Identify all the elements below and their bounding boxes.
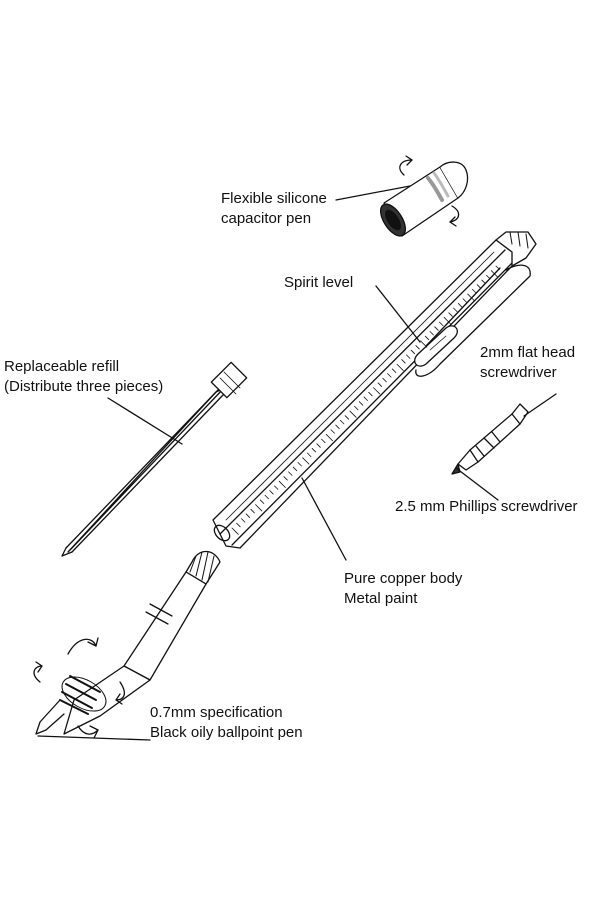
- screwdriver-bit: [451, 393, 557, 501]
- flat-head-label-line2: screwdriver: [480, 364, 557, 381]
- phillips-label-line1: 2.5 mm Phillips screwdriver: [395, 498, 578, 515]
- pen-front: [33, 550, 221, 741]
- ruler-tick: [490, 270, 498, 278]
- ruler-tick: [410, 349, 416, 355]
- ruler-tick: [420, 340, 428, 348]
- capacitor-cap: [335, 155, 469, 237]
- ruler-tick: [321, 438, 326, 444]
- ruler-tick: [316, 443, 321, 448]
- refill-label-line2: (Distribute three pieces): [4, 378, 164, 395]
- ruler-tick: [297, 462, 302, 467]
- ruler-tick: [453, 307, 458, 313]
- ruler-tick: [401, 359, 406, 364]
- ruler-tick: [495, 265, 500, 270]
- ruler-tick: [241, 518, 246, 523]
- refill-label: Replaceable refill (Distribute three pie…: [4, 357, 163, 397]
- ruler-tick: [415, 345, 420, 350]
- ruler-tick: [391, 368, 397, 373]
- refill: [61, 361, 248, 557]
- spirit-level-label: Spirit level: [284, 273, 353, 293]
- flat-head-label-line1: 2mm flat head: [480, 344, 576, 361]
- ruler-tick: [462, 298, 467, 303]
- ruler-tick: [307, 452, 312, 458]
- ruler-tick: [354, 405, 359, 411]
- ruler-tick: [325, 434, 333, 442]
- ruler-tick: [311, 448, 317, 453]
- ruler-tick: [245, 513, 251, 518]
- ballpoint-label-line2: Black oily ballpoint pen: [150, 724, 303, 741]
- ruler-tick: [302, 457, 310, 465]
- spirit-level-label-line1: Spirit level: [284, 274, 354, 291]
- ruler-tick: [406, 354, 411, 359]
- flat-head-screwdriver-label: 2mm flat head screwdriver: [480, 343, 575, 383]
- ruler-tick: [448, 312, 453, 317]
- body-leader: [301, 477, 347, 561]
- refill-label-line1: Replaceable refill: [4, 358, 120, 375]
- ruler-tick: [472, 288, 477, 294]
- ruler-tick: [481, 279, 486, 284]
- ruler-tick: [231, 527, 239, 535]
- ruler-tick: [382, 377, 387, 383]
- ruler-tick: [283, 476, 288, 481]
- ruler-tick: [429, 331, 434, 336]
- copper-body-label-line1: Pure copper body: [344, 570, 463, 587]
- spirit-level-leader: [375, 285, 421, 343]
- ruler-tick: [424, 335, 430, 341]
- ruler-tick: [434, 326, 439, 331]
- copper-body-label: Pure copper body Metal paint: [344, 569, 462, 609]
- ruler-tick: [377, 382, 383, 387]
- ruler-tick: [373, 387, 381, 395]
- ruler-tick: [443, 317, 451, 325]
- ruler-tick: [330, 429, 335, 434]
- ruler-tick: [486, 274, 491, 280]
- ruler-tick: [278, 480, 286, 488]
- ballpoint-label-line1: 0.7mm specification: [150, 704, 283, 721]
- ruler-tick: [288, 471, 293, 476]
- phillips-screwdriver-label: 2.5 mm Phillips screwdriver: [395, 497, 578, 517]
- ruler-tick: [236, 522, 241, 528]
- ballpoint-label: 0.7mm specification Black oily ballpoint…: [150, 703, 303, 743]
- ruler-tick: [358, 401, 364, 406]
- capacitor-pen-label: Flexible silicone capacitor pen: [221, 189, 327, 229]
- ruler-tick: [457, 303, 463, 308]
- capacitor-pen-label-line2: capacitor pen: [221, 210, 312, 227]
- ruler-tick: [340, 419, 345, 425]
- ruler-tick: [476, 284, 482, 289]
- ruler-tick: [250, 508, 255, 514]
- ruler-tick: [255, 504, 263, 512]
- ruler-tick: [292, 466, 298, 472]
- ruler-tick: [344, 415, 350, 420]
- ruler-tick: [396, 363, 404, 371]
- ruler-tick: [264, 494, 269, 500]
- ruler-tick: [335, 424, 340, 429]
- ruler-tick: [259, 499, 265, 504]
- ruler-tick: [368, 391, 373, 397]
- ruler-ticks: [231, 265, 500, 535]
- ruler-tick: [363, 396, 368, 401]
- ruler-tick: [349, 410, 357, 418]
- ruler-tick: [467, 293, 475, 301]
- capacitor-pen-label-line1: Flexible silicone: [221, 190, 327, 207]
- ruler-tick: [387, 373, 392, 378]
- ruler-tick: [269, 490, 274, 495]
- copper-body-label-line2: Metal paint: [344, 590, 418, 607]
- pen-body: [212, 231, 537, 549]
- ruler-tick: [439, 321, 444, 327]
- ruler-tick: [274, 485, 279, 490]
